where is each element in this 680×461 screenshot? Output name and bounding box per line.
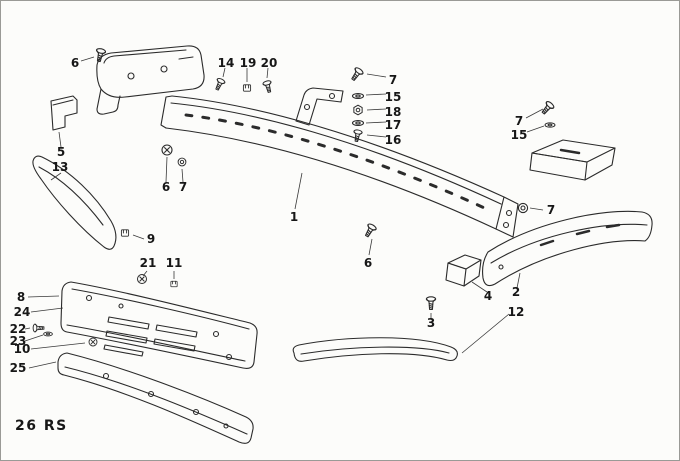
part-label-9: 9 — [147, 232, 155, 246]
part-front-bumper — [60, 281, 258, 369]
part-label-8: 8 — [17, 290, 25, 304]
part-label-25: 25 — [10, 361, 27, 375]
grommet-icon — [177, 157, 187, 167]
grommet-icon — [517, 202, 529, 214]
part-lower-bar — [57, 352, 254, 444]
part-rub-strip — [292, 337, 458, 362]
part-center-bracket — [295, 87, 344, 126]
part-right-bracket — [529, 139, 616, 181]
part-label-1: 1 — [290, 210, 298, 224]
bolt-icon — [261, 79, 274, 94]
diagram-line-art — [32, 45, 653, 444]
part-label-4: 4 — [484, 289, 492, 303]
part-label-12: 12 — [508, 305, 525, 319]
bolt-icon — [32, 323, 53, 337]
part-labels: 6 14 19 20 7 15 18 17 16 7 15 5 13 6 7 1… — [10, 56, 556, 375]
part-label-15: 15 — [511, 128, 528, 142]
screw-icon — [88, 337, 98, 347]
part-label-17: 17 — [385, 118, 402, 132]
part-small-bracket — [50, 95, 78, 131]
part-label-5: 5 — [57, 145, 65, 159]
part-label-6: 6 — [71, 56, 79, 70]
part-label-3: 3 — [427, 316, 435, 330]
part-label-7: 7 — [179, 180, 187, 194]
screw-icon — [161, 144, 173, 156]
screw-icon — [137, 274, 147, 284]
screw-icon — [425, 296, 437, 311]
part-label-18: 18 — [385, 105, 402, 119]
part-label-23: 23 — [10, 334, 27, 348]
part-endcap-top-left — [96, 45, 205, 115]
part-label-16: 16 — [385, 133, 402, 147]
part-label-13: 13 — [52, 160, 69, 174]
part-reinforcement-beam — [160, 95, 519, 238]
part-label-15: 15 — [385, 90, 402, 104]
part-label-14: 14 — [218, 56, 235, 70]
part-label-20: 20 — [261, 56, 278, 70]
part-label-10: 10 — [14, 342, 31, 356]
part-label-24: 24 — [14, 305, 31, 319]
part-label-2: 2 — [512, 285, 520, 299]
part-label-6: 6 — [162, 180, 170, 194]
screw-icon — [362, 222, 378, 239]
part-bumper-bracket — [445, 254, 482, 287]
clip-icon — [170, 280, 178, 288]
part-label-21: 21 — [140, 256, 157, 270]
part-label-7: 7 — [547, 203, 555, 217]
part-label-19: 19 — [240, 56, 257, 70]
leader-lines — [24, 56, 545, 369]
part-label-7: 7 — [515, 114, 523, 128]
page-code: 26 RS — [15, 418, 68, 434]
part-label-6: 6 — [364, 256, 372, 270]
screw-icon — [539, 99, 556, 128]
rivet-icon — [212, 76, 227, 92]
part-rear-corner-bumper — [482, 210, 653, 287]
part-corner-trim — [32, 155, 117, 250]
hardware-column-icons — [348, 66, 365, 143]
part-label-7: 7 — [389, 73, 397, 87]
clip-icon — [242, 84, 252, 92]
part-label-22: 22 — [10, 322, 27, 336]
clip-icon — [120, 229, 130, 237]
part-label-11: 11 — [166, 256, 183, 270]
